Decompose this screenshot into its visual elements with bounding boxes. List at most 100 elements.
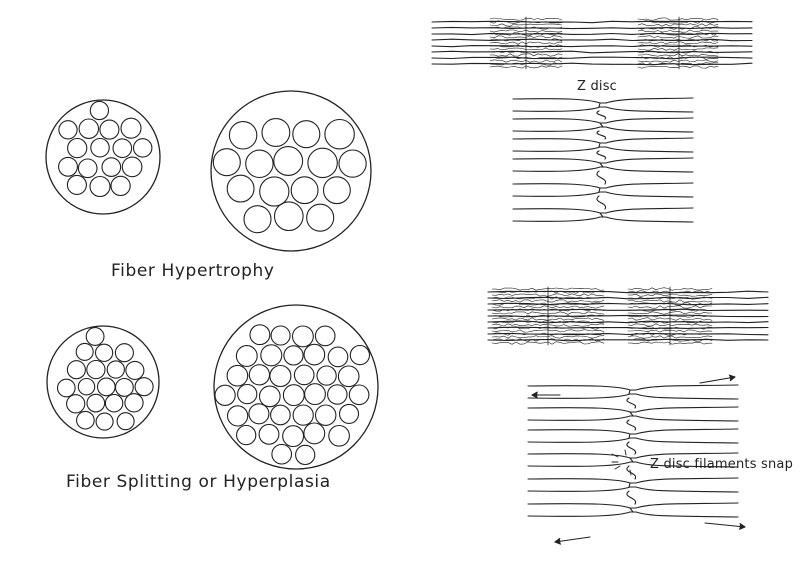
myofilament-lower <box>527 486 739 493</box>
z-disc-connector <box>626 397 637 409</box>
z-disc-junction <box>629 411 634 417</box>
filament-band <box>637 29 719 33</box>
fiber-bundle-outline <box>45 99 161 215</box>
filament-band <box>637 20 719 24</box>
myofilament-lower <box>512 126 694 133</box>
muscle-fiber <box>58 156 78 177</box>
filament-band <box>637 41 719 45</box>
muscle-fiber <box>273 146 304 176</box>
filament-band <box>637 44 719 48</box>
tension-arrow <box>699 376 736 384</box>
myofibril-line <box>431 38 753 42</box>
myofilament-upper <box>512 207 694 214</box>
muscle-fiber <box>226 405 249 427</box>
muscle-fiber <box>78 118 100 139</box>
muscle-fiber <box>66 394 86 414</box>
arrow-head <box>531 391 538 399</box>
hypertrophy-small-bundle <box>45 99 161 215</box>
hypertrophy-large-bundle <box>210 90 372 252</box>
myofilament-lower <box>527 511 739 518</box>
myofilament-lower <box>512 146 694 153</box>
z-disc-detail-top <box>512 97 694 223</box>
muscle-fiber <box>248 403 270 425</box>
muscle-fiber <box>86 359 106 380</box>
muscle-fiber <box>282 425 305 448</box>
muscle-fiber <box>237 383 258 405</box>
z-disc-detail-bottom <box>527 374 746 545</box>
muscle-fiber <box>77 377 96 396</box>
muscle-fiber <box>58 120 78 140</box>
muscle-fiber <box>114 377 134 397</box>
muscle-fiber <box>259 176 290 207</box>
snap-mark <box>624 449 627 456</box>
myofibril-line <box>431 26 753 30</box>
muscle-fiber <box>314 404 337 426</box>
myofibril-line <box>431 32 753 36</box>
muscle-fiber <box>327 346 349 368</box>
snap-mark <box>614 465 621 470</box>
muscle-fiber <box>314 325 336 347</box>
muscle-fiber <box>132 138 153 158</box>
muscle-fiber <box>271 443 293 465</box>
fiber-bundle-outline <box>46 325 160 439</box>
z-disc-junction <box>598 102 601 108</box>
muscle-fiber <box>261 118 291 147</box>
muscle-fiber <box>269 364 292 388</box>
muscle-fiber <box>348 384 370 406</box>
muscle-fiber <box>293 364 315 386</box>
myofilament-upper <box>527 452 739 459</box>
muscle-fiber <box>89 175 111 198</box>
muscle-fiber <box>76 410 95 430</box>
myofilament-upper <box>512 97 694 104</box>
muscle-fiber <box>292 120 321 149</box>
muscle-fiber <box>316 365 337 386</box>
z-disc-connector <box>596 195 607 210</box>
muscle-fiber <box>270 404 291 426</box>
myofilament-upper <box>512 137 694 144</box>
muscle-fiber <box>66 360 86 380</box>
muscle-fiber <box>226 364 249 387</box>
muscle-fiber <box>112 138 133 159</box>
muscle-fiber <box>338 149 367 178</box>
filament-band <box>637 50 719 54</box>
myofilament-upper <box>512 182 694 189</box>
z-disc-junction <box>628 389 631 395</box>
muscle-fiber <box>104 393 124 413</box>
muscle-fiber <box>124 393 144 413</box>
muscle-fiber <box>322 176 351 205</box>
fiber-bundle-outline <box>210 90 372 252</box>
z-disc-connector <box>626 419 637 431</box>
muscle-fiber <box>96 377 116 397</box>
z-disc-junction <box>599 212 604 218</box>
filament-band <box>637 62 719 66</box>
myofibril-line <box>431 62 753 66</box>
muscle-fiber <box>249 324 271 346</box>
muscle-fiber <box>86 393 106 413</box>
muscle-fiber <box>67 137 88 159</box>
muscle-fiber <box>337 365 360 388</box>
muscle-fiber <box>116 412 135 431</box>
snap-mark <box>611 453 619 458</box>
muscle-fiber <box>228 121 258 150</box>
tension-arrow <box>704 522 746 528</box>
muscle-fiber <box>282 384 305 407</box>
myofibril-line <box>487 290 769 294</box>
snap-mark <box>629 469 632 476</box>
myofilament-lower <box>512 191 694 198</box>
muscle-fiber <box>291 325 314 348</box>
z-disc-connector <box>596 150 607 160</box>
muscle-fiber <box>270 325 291 346</box>
z-disc-junction <box>599 162 604 168</box>
muscle-fiber <box>338 403 360 424</box>
muscle-fiber <box>66 174 87 195</box>
muscle-fiber <box>327 384 348 405</box>
filament-band <box>637 56 719 60</box>
z-disc-connector <box>626 490 637 505</box>
filament-band <box>637 32 719 36</box>
filament-band <box>637 65 719 69</box>
muscle-fiber <box>273 201 304 232</box>
myofilament-upper <box>527 428 739 435</box>
sarcomere-top <box>431 16 753 70</box>
myofibril-line <box>487 314 769 318</box>
myofilament-lower <box>527 415 739 422</box>
